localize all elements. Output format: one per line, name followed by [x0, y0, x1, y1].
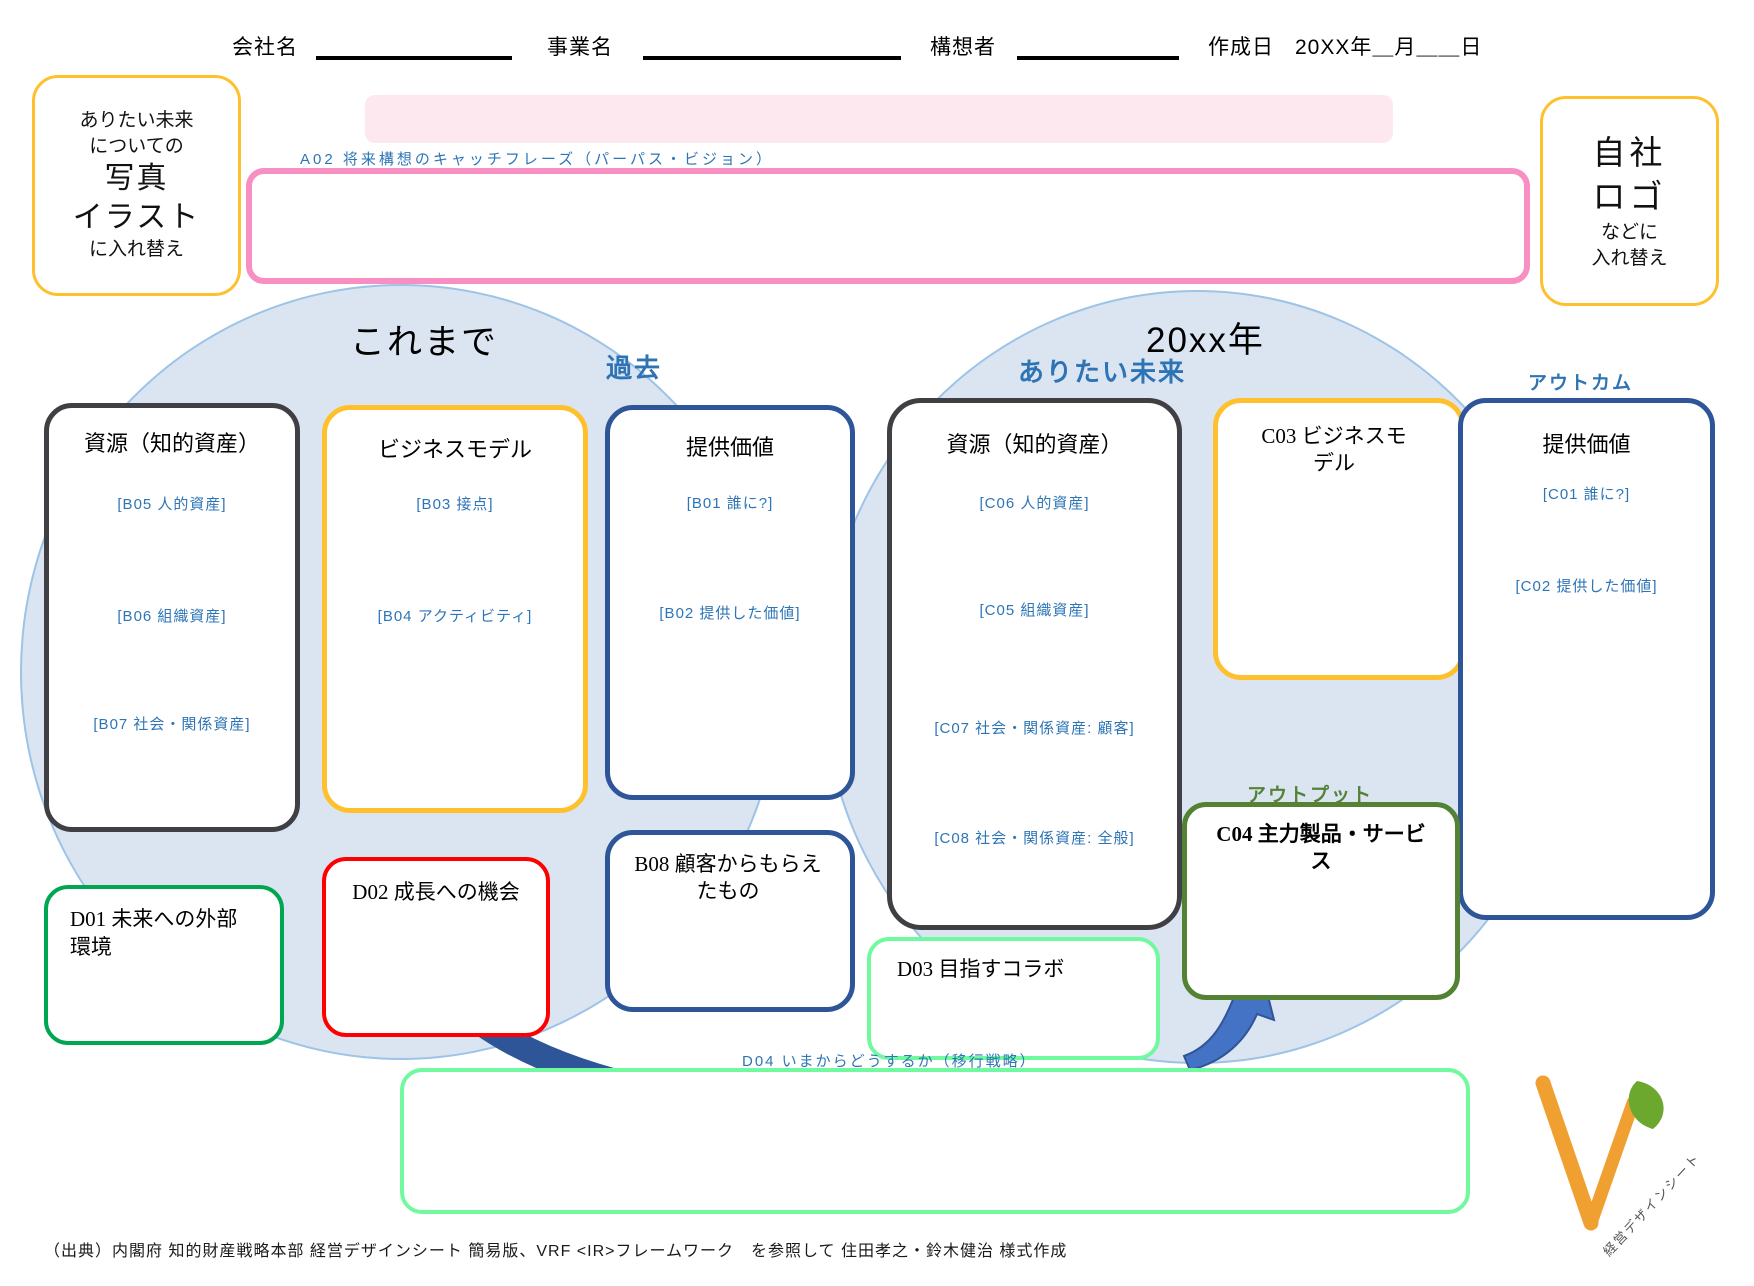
item-b06: [B06 組織資産]: [117, 608, 227, 625]
source-attribution: （出典）内閣府 知的財産戦略本部 経営デザインシート 簡易版、VRF <IR>フ…: [44, 1243, 1068, 1260]
past-era-title: これまで: [350, 323, 499, 362]
past-resources-card[interactable]: 資源（知的資産） [B05 人的資産] [B06 組織資産] [B07 社会・関…: [44, 403, 300, 832]
item-b05: [B05 人的資産]: [117, 496, 227, 513]
logo-placeholder-text-2: ロゴ: [1592, 178, 1667, 216]
future-era-title: 20xx年: [1146, 321, 1265, 360]
future-resources-title: 資源（知的資産）: [946, 432, 1123, 457]
target-collaboration-title: D03 目指すコラボ: [897, 957, 1065, 981]
external-environment-card[interactable]: D01 未来への外部環境: [44, 885, 284, 1045]
photo-placeholder-text-1: ありたい未来: [79, 110, 194, 132]
item-c06: [C06 人的資産]: [979, 495, 1090, 512]
future-business-model-card[interactable]: C03 ビジネスモデル: [1213, 398, 1465, 680]
item-c05: [C05 組織資産]: [979, 602, 1090, 619]
brand-logo: 経営デザインシート: [1535, 1075, 1703, 1259]
logo-placeholder-text-4: 入れ替え: [1591, 247, 1668, 269]
past-value-title: 提供価値: [685, 435, 774, 460]
item-c07: [C07 社会・関係資産: 顧客]: [934, 720, 1135, 737]
item-b02: [B02 提供した価値]: [659, 605, 801, 622]
date-value: 20XX年＿月＿＿日: [1295, 36, 1483, 59]
item-c02: [C02 提供した価値]: [1515, 578, 1658, 595]
past-business-model-card[interactable]: ビジネスモデル [B03 接点] [B04 アクティビティ]: [322, 405, 588, 813]
outcome-tag: アウトカム: [1528, 373, 1634, 394]
growth-opportunity-title: D02 成長への機会: [352, 880, 520, 904]
past-resources-title: 資源（知的資産）: [83, 431, 260, 456]
main-products-card[interactable]: C04 主力製品・サービス: [1182, 802, 1460, 1000]
future-photo-placeholder[interactable]: ありたい未来 についての 写真 イラスト に入れ替え: [32, 75, 241, 296]
future-value-card[interactable]: 提供価値 [C01 誰に?] [C02 提供した価値]: [1458, 398, 1715, 920]
logo-placeholder-text-1: 自社: [1592, 133, 1667, 171]
past-tag: 過去: [606, 353, 663, 383]
item-b03: [B03 接点]: [416, 496, 494, 513]
item-b01: [B01 誰に?]: [686, 495, 774, 512]
transition-strategy-label: D04 いまからどうするか（移行戦略）: [742, 1053, 1037, 1070]
company-name-field[interactable]: [316, 56, 512, 60]
customer-feedback-card[interactable]: B08 顧客からもらえたもの: [605, 830, 855, 1012]
company-name-label: 会社名: [232, 36, 298, 59]
item-c01: [C01 誰に?]: [1542, 486, 1631, 503]
external-environment-title: D01 未来への外部環境: [70, 907, 238, 960]
output-tag: アウトプット: [1247, 785, 1374, 806]
photo-placeholder-text-4: イラスト: [72, 201, 201, 235]
photo-placeholder-text-3: 写真: [104, 162, 169, 196]
item-b04: [B04 アクティビティ]: [377, 608, 533, 625]
logo-leaf-icon: [1628, 1081, 1664, 1129]
item-b07: [B07 社会・関係資産]: [93, 716, 251, 733]
logo-v-left-stroke: [1535, 1075, 1599, 1231]
growth-opportunity-card[interactable]: D02 成長への機会: [322, 857, 550, 1037]
future-tag: ありたい未来: [1018, 357, 1187, 387]
future-value-title: 提供価値: [1542, 432, 1631, 457]
business-name-label: 事業名: [547, 36, 613, 59]
photo-placeholder-text-5: に入れ替え: [88, 239, 184, 261]
planner-label: 構想者: [930, 36, 996, 59]
date-label: 作成日: [1208, 36, 1274, 59]
photo-placeholder-text-2: についての: [89, 135, 184, 157]
future-business-model-title: C03 ビジネスモデル: [1261, 424, 1407, 476]
company-logo-placeholder[interactable]: 自社 ロゴ などに 入れ替え: [1540, 96, 1719, 306]
catchphrase-input-box[interactable]: [246, 168, 1530, 284]
customer-feedback-title: B08 顧客からもらえたもの: [634, 852, 822, 904]
main-products-title: C04 主力製品・サービス: [1216, 822, 1426, 874]
target-collaboration-card[interactable]: D03 目指すコラボ: [867, 937, 1160, 1060]
catchphrase-label: A02 将来構想のキャッチフレーズ（パーパス・ビジョン）: [300, 151, 774, 168]
past-value-card[interactable]: 提供価値 [B01 誰に?] [B02 提供した価値]: [605, 405, 855, 800]
planner-field[interactable]: [1017, 56, 1179, 60]
brand-logo-text: 経営デザインシート: [1600, 1150, 1703, 1259]
catchphrase-highlight: [365, 95, 1393, 143]
future-resources-card[interactable]: 資源（知的資産） [C06 人的資産] [C05 組織資産] [C07 社会・関…: [887, 398, 1182, 930]
item-c08: [C08 社会・関係資産: 全般]: [934, 830, 1135, 847]
past-business-model-title: ビジネスモデル: [377, 437, 532, 462]
logo-v-right-stroke: [1584, 1096, 1640, 1230]
transition-strategy-input-box[interactable]: [400, 1068, 1470, 1214]
logo-placeholder-text-3: などに: [1600, 221, 1658, 243]
business-name-field[interactable]: [643, 56, 901, 60]
